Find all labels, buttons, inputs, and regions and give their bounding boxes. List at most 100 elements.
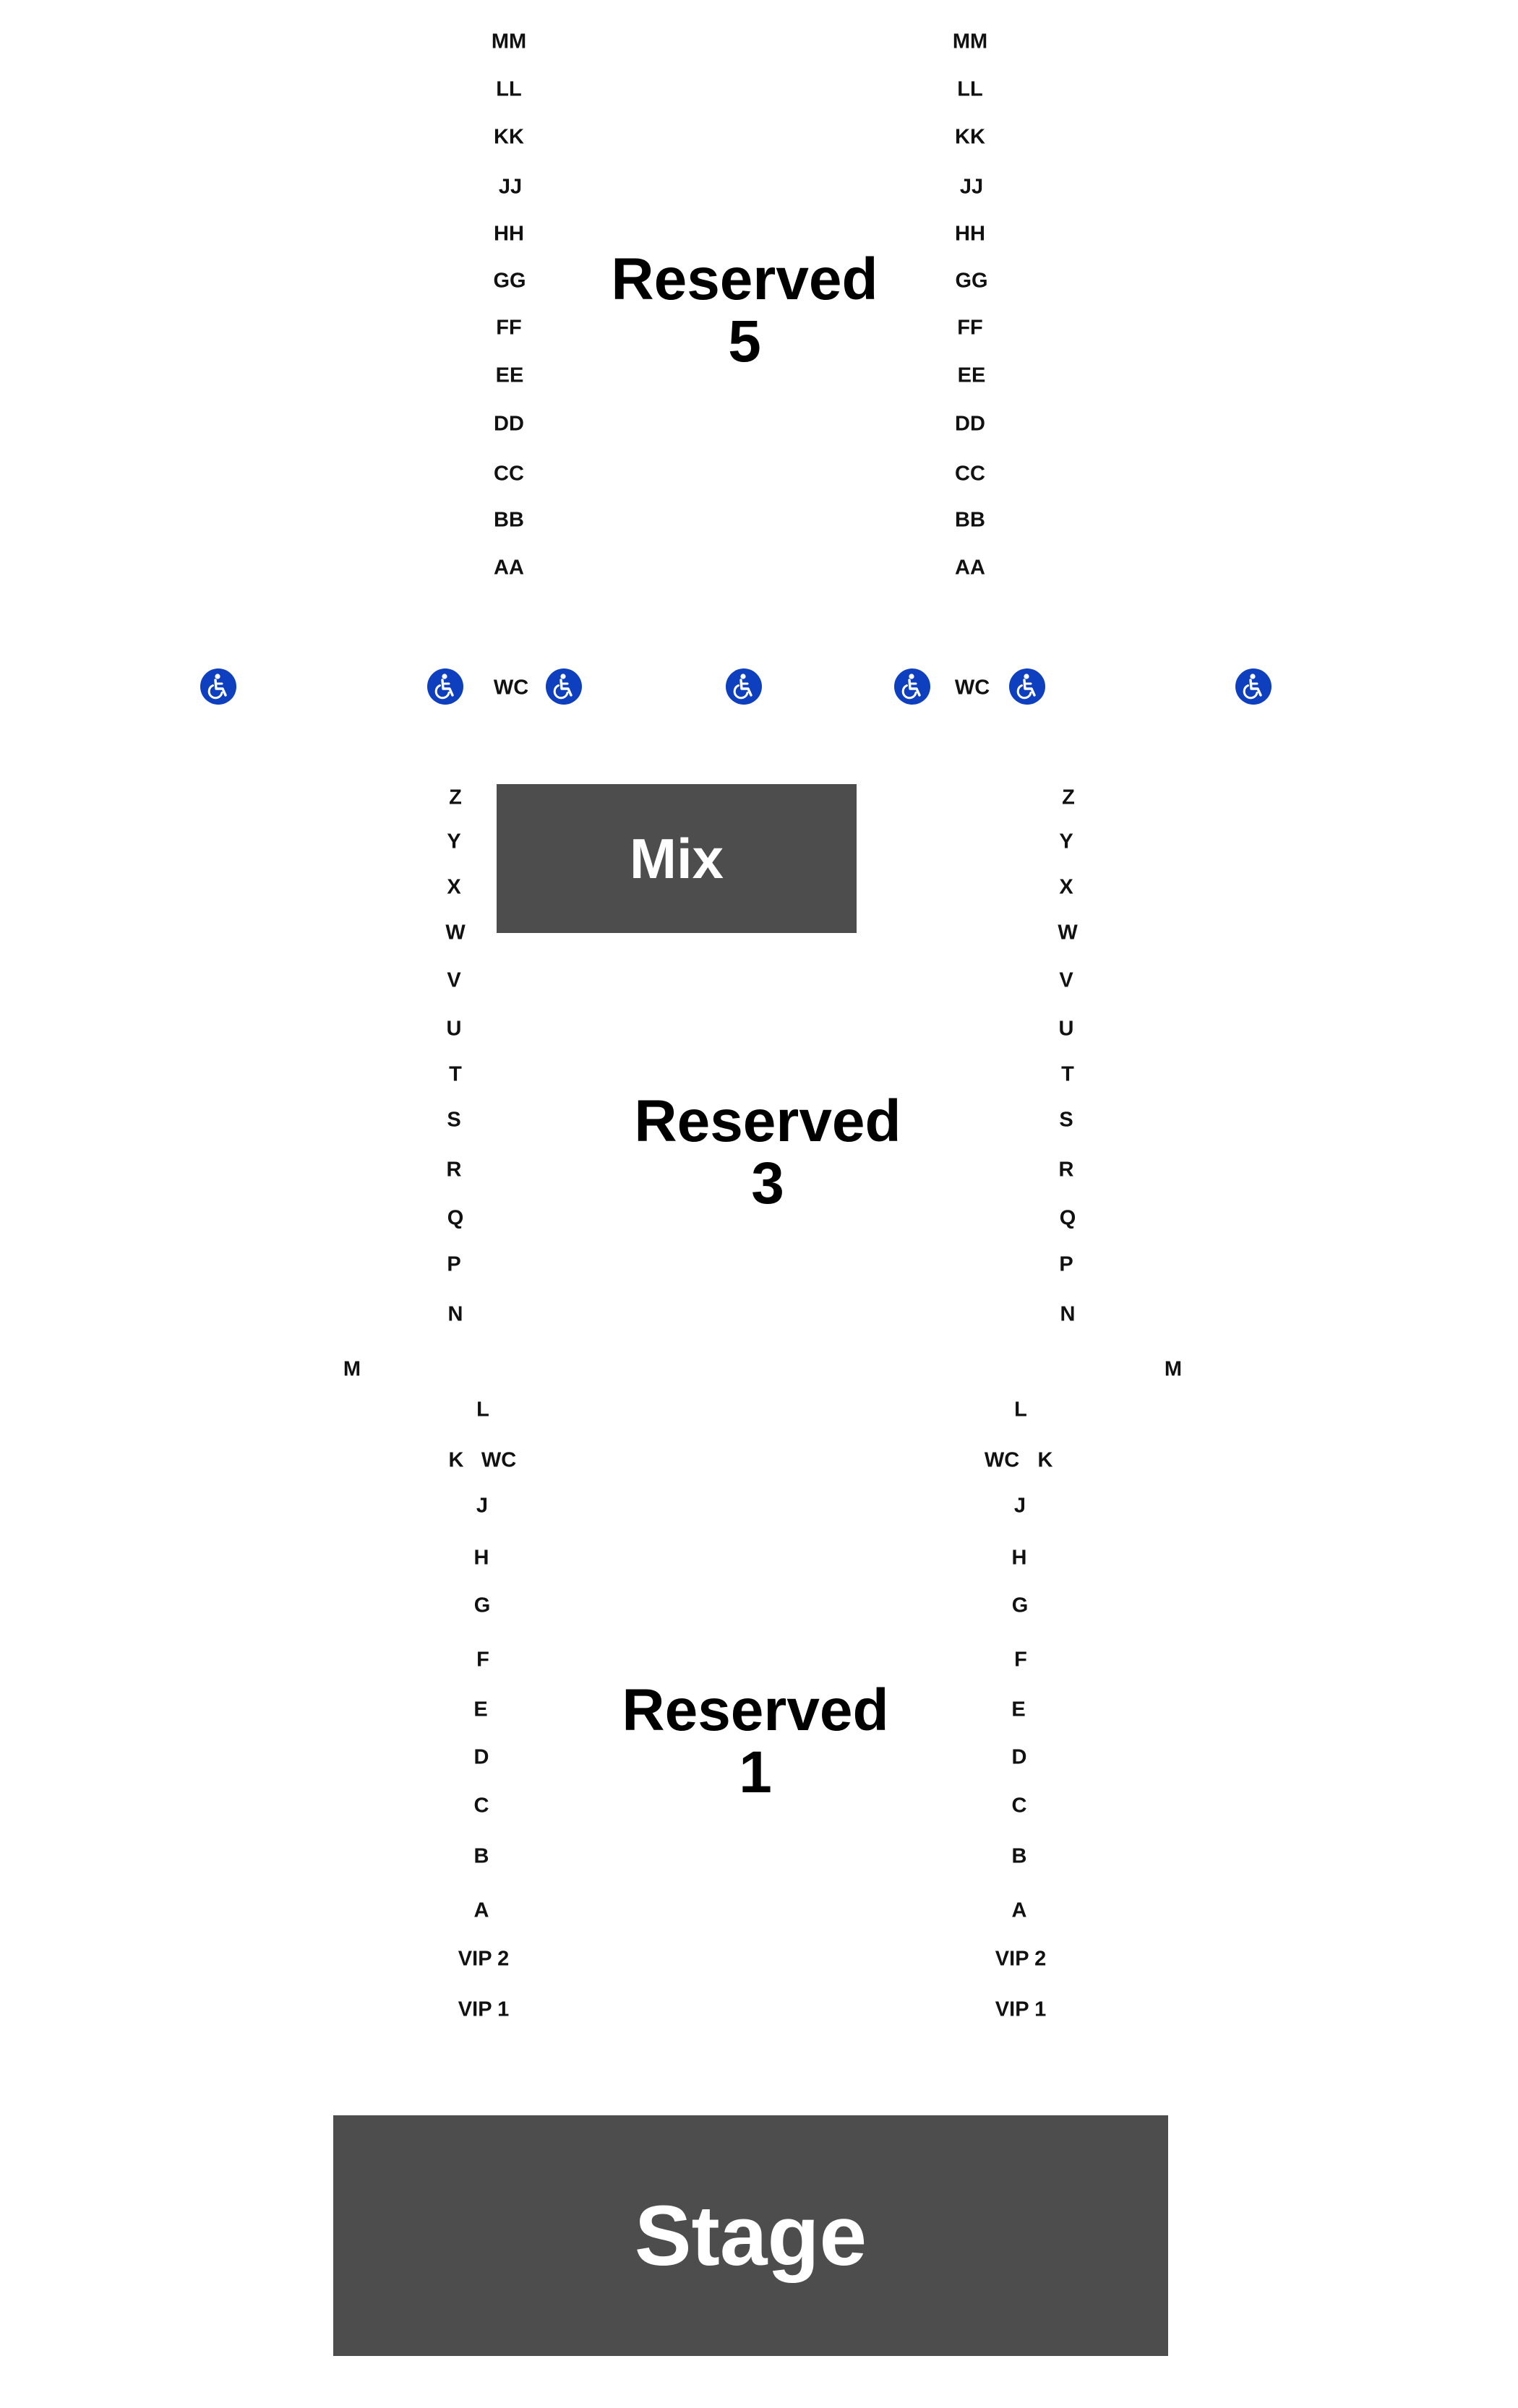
wheelchair-icon[interactable] (427, 668, 463, 705)
row-label[interactable]: B (1011, 1844, 1027, 1868)
row-label[interactable]: D (473, 1745, 489, 1769)
section-reserved-5[interactable]: Reserved 5 (611, 246, 878, 374)
row-label[interactable]: X (447, 875, 461, 899)
row-label[interactable]: EE (495, 364, 524, 387)
row-label[interactable]: Q (447, 1206, 464, 1230)
row-label[interactable]: P (447, 1252, 461, 1276)
row-label[interactable]: Y (1059, 830, 1073, 853)
row-label[interactable]: F (1014, 1648, 1027, 1672)
section-title: Reserved (634, 1088, 901, 1154)
row-label[interactable]: K (448, 1448, 464, 1472)
row-label[interactable]: Z (1062, 786, 1075, 809)
section-number: 1 (739, 1740, 772, 1805)
stage-label: Stage (634, 2188, 867, 2284)
row-label[interactable]: Y (447, 830, 461, 853)
row-label[interactable]: KK (494, 125, 524, 149)
row-label[interactable]: DD (494, 412, 524, 436)
wheelchair-icon[interactable] (200, 668, 236, 705)
wc-label[interactable]: WC (984, 1448, 1020, 1472)
row-label[interactable]: VIP 1 (995, 1998, 1047, 2021)
wheelchair-icon[interactable] (1009, 668, 1045, 705)
stage: Stage (333, 2115, 1168, 2356)
section-number: 3 (751, 1151, 784, 1216)
row-label[interactable]: T (449, 1062, 462, 1086)
row-label[interactable]: CC (955, 462, 985, 486)
wheelchair-icon[interactable] (894, 668, 930, 705)
row-label[interactable]: G (473, 1594, 491, 1617)
row-label[interactable]: LL (496, 77, 522, 101)
section-number: 5 (728, 309, 761, 374)
row-label[interactable]: VIP 2 (995, 1947, 1047, 1971)
row-label[interactable]: M (343, 1357, 361, 1381)
row-label[interactable]: BB (955, 508, 985, 532)
row-label[interactable]: X (1059, 875, 1073, 899)
row-label[interactable]: DD (955, 412, 985, 436)
row-label[interactable]: FF (957, 316, 983, 340)
row-label[interactable]: A (473, 1899, 489, 1922)
row-label[interactable]: VIP 2 (458, 1947, 510, 1971)
wc-label[interactable]: WC (954, 676, 990, 700)
row-label[interactable]: N (1060, 1302, 1076, 1326)
row-label[interactable]: AA (955, 556, 985, 580)
row-label[interactable]: R (446, 1158, 462, 1182)
wheelchair-icon[interactable] (726, 668, 762, 705)
section-title: Reserved (622, 1677, 889, 1743)
row-label[interactable]: LL (957, 77, 983, 101)
row-label[interactable]: C (1011, 1794, 1027, 1818)
row-label[interactable]: MM (952, 30, 988, 53)
row-label[interactable]: T (1061, 1062, 1074, 1086)
row-label[interactable]: Q (1059, 1206, 1076, 1230)
row-label[interactable]: S (447, 1108, 461, 1132)
row-label[interactable]: R (1058, 1158, 1074, 1182)
row-label[interactable]: L (1014, 1398, 1027, 1422)
row-label[interactable]: KK (955, 125, 985, 149)
row-label[interactable]: C (473, 1794, 489, 1818)
row-label[interactable]: H (1011, 1546, 1027, 1570)
row-label[interactable]: HH (494, 222, 524, 246)
row-label[interactable]: F (476, 1648, 489, 1672)
row-label[interactable]: H (473, 1546, 489, 1570)
row-label[interactable]: AA (494, 556, 524, 580)
wc-label[interactable]: WC (493, 676, 529, 700)
section-reserved-1[interactable]: Reserved 1 (622, 1677, 889, 1805)
row-label[interactable]: JJ (959, 175, 984, 199)
row-label[interactable]: J (476, 1494, 489, 1518)
row-label[interactable]: L (476, 1398, 489, 1422)
row-label[interactable]: EE (957, 364, 986, 387)
section-title: Reserved (611, 246, 878, 312)
row-label[interactable]: U (1058, 1017, 1074, 1041)
row-label[interactable]: W (445, 921, 466, 945)
row-label[interactable]: JJ (498, 175, 523, 199)
row-label[interactable]: B (473, 1844, 489, 1868)
row-label[interactable]: MM (491, 30, 527, 53)
row-label[interactable]: V (1059, 968, 1073, 992)
row-label[interactable]: M (1164, 1357, 1183, 1381)
row-label[interactable]: GG (955, 269, 988, 293)
section-reserved-3[interactable]: Reserved 3 (634, 1088, 901, 1216)
row-label[interactable]: CC (494, 462, 524, 486)
wheelchair-icon[interactable] (546, 668, 582, 705)
row-label[interactable]: W (1058, 921, 1078, 945)
row-label[interactable]: A (1011, 1899, 1027, 1922)
row-label[interactable]: GG (493, 269, 526, 293)
row-label[interactable]: HH (955, 222, 985, 246)
wc-label[interactable]: WC (481, 1448, 517, 1472)
row-label[interactable]: BB (494, 508, 524, 532)
row-label[interactable]: N (447, 1302, 463, 1326)
row-label[interactable]: K (1037, 1448, 1053, 1472)
row-label[interactable]: VIP 1 (458, 1998, 510, 2021)
row-label[interactable]: E (1011, 1698, 1026, 1721)
row-label[interactable]: S (1059, 1108, 1073, 1132)
row-label[interactable]: D (1011, 1745, 1027, 1769)
row-label[interactable]: FF (496, 316, 522, 340)
row-label[interactable]: U (446, 1017, 462, 1041)
row-label[interactable]: P (1059, 1252, 1073, 1276)
row-label[interactable]: V (447, 968, 461, 992)
row-label[interactable]: J (1013, 1494, 1026, 1518)
wheelchair-icon[interactable] (1235, 668, 1272, 705)
row-label[interactable]: G (1011, 1594, 1029, 1617)
row-label[interactable]: Z (449, 786, 462, 809)
mix-label: Mix (629, 826, 724, 890)
row-label[interactable]: E (473, 1698, 488, 1721)
